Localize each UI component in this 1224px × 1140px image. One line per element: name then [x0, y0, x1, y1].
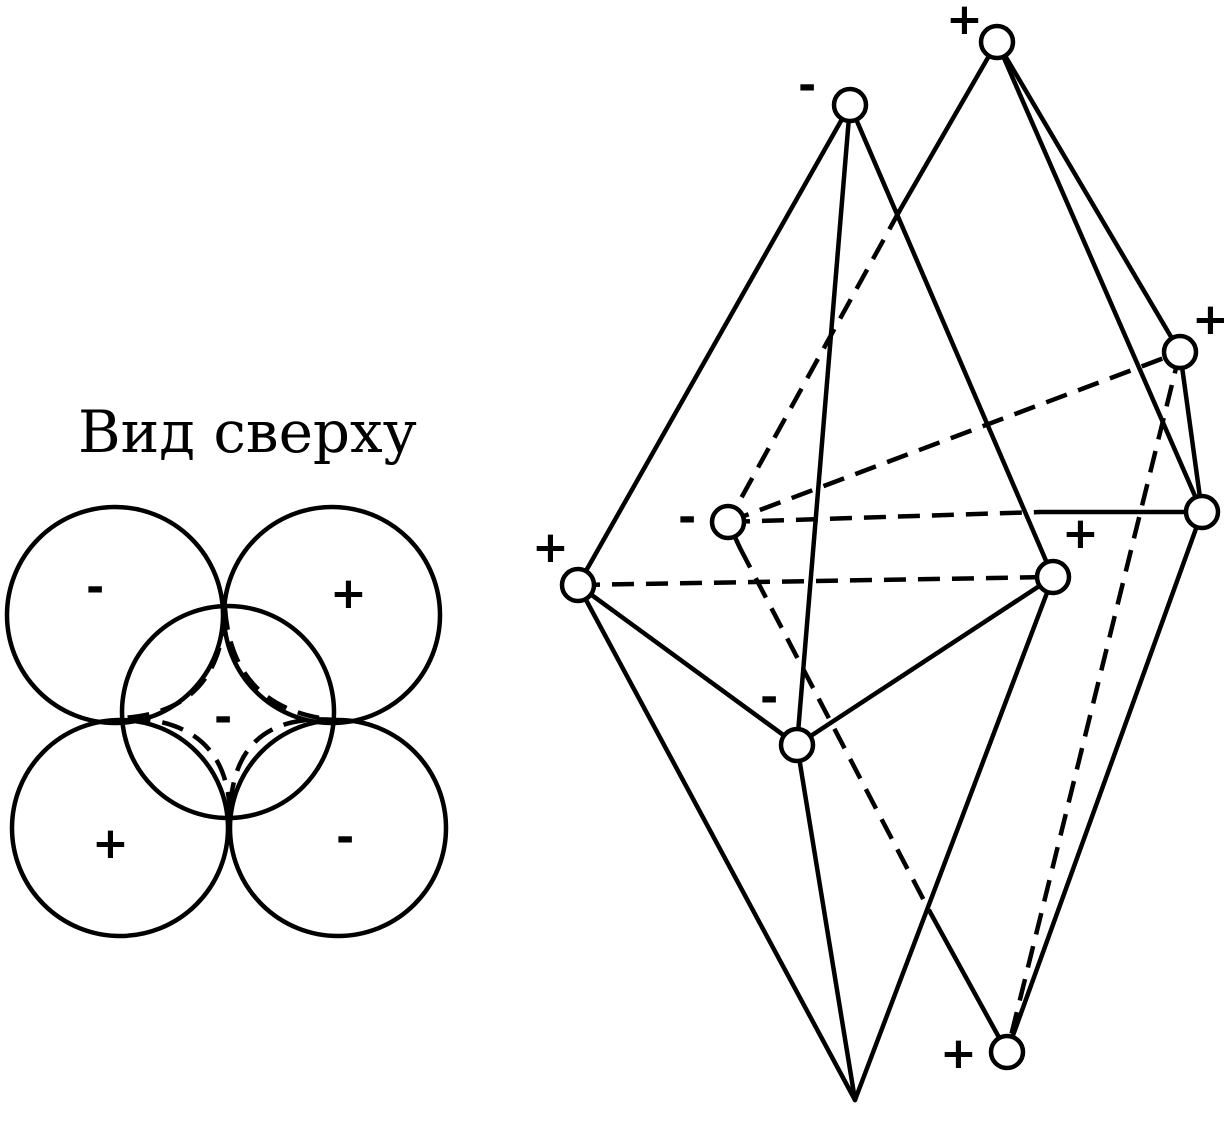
- edge-left-apex: [575, 582, 858, 1103]
- edge-midright-apex: [852, 574, 1056, 1103]
- lobe-bottom-right: [227, 717, 449, 939]
- node-back-left: [709, 503, 747, 541]
- node-upper: [831, 86, 869, 124]
- node-right-top: [1161, 333, 1199, 371]
- inner-dashed-contour: [121, 607, 336, 816]
- node-bottom-right: [988, 1033, 1026, 1071]
- node-back-left-sign: -: [678, 492, 696, 543]
- lobe-center-sign: -: [214, 692, 232, 743]
- node-mid-right: [1034, 558, 1072, 596]
- edge-top-backleft-front-part: [897, 39, 1000, 213]
- lobe-center: [119, 603, 337, 821]
- node-top: [978, 23, 1016, 61]
- edge-front-apex: [794, 742, 858, 1103]
- node-left-sign: +: [532, 522, 569, 573]
- edge-front-midright: [794, 574, 1056, 748]
- node-top-sign: +: [946, 0, 983, 45]
- edge-backleft-bottomright-end: [927, 909, 1010, 1055]
- edge-top-backleft-hidden: [726, 208, 902, 524]
- edge-righttop-right: [1177, 349, 1205, 515]
- node-upper-sign: -: [798, 60, 816, 111]
- edge-backleft-bottomright-hidden: [738, 546, 932, 914]
- edge-upper-front: [794, 102, 853, 748]
- edge-left-front: [575, 582, 800, 748]
- node-front-sign: -: [760, 672, 778, 723]
- edge-backleft-righttop: [727, 349, 1181, 525]
- top-view-title: Вид сверху: [78, 398, 417, 466]
- top-view: Вид сверху - + + - -: [4, 398, 449, 939]
- edge-top-right: [994, 39, 1205, 515]
- edge-righttop-bottomright: [1004, 351, 1183, 1053]
- structure-view: + - + + - + - +: [532, 0, 1224, 1103]
- edge-right-bottomright: [1004, 509, 1205, 1055]
- node-front: [778, 726, 816, 764]
- lobe-top-right-sign: +: [330, 568, 367, 619]
- lobe-bottom-left-sign: +: [92, 818, 129, 869]
- node-bottom-right-sign: +: [940, 1028, 977, 1079]
- edge-upper-midright: [847, 102, 1056, 580]
- lobe-top-left-sign: -: [86, 562, 104, 613]
- node-right-top-sign: +: [1192, 294, 1224, 345]
- edge-backleft-right-hidden: [727, 509, 1041, 525]
- node-mid-right-sign: +: [1062, 508, 1099, 559]
- lobe-bottom-right-sign: -: [336, 812, 354, 863]
- node-left: [559, 566, 597, 604]
- edge-top-righttop: [994, 39, 1183, 355]
- edge-upper-left: [575, 102, 853, 588]
- node-right: [1183, 493, 1221, 531]
- edge-left-midright: [577, 574, 1054, 588]
